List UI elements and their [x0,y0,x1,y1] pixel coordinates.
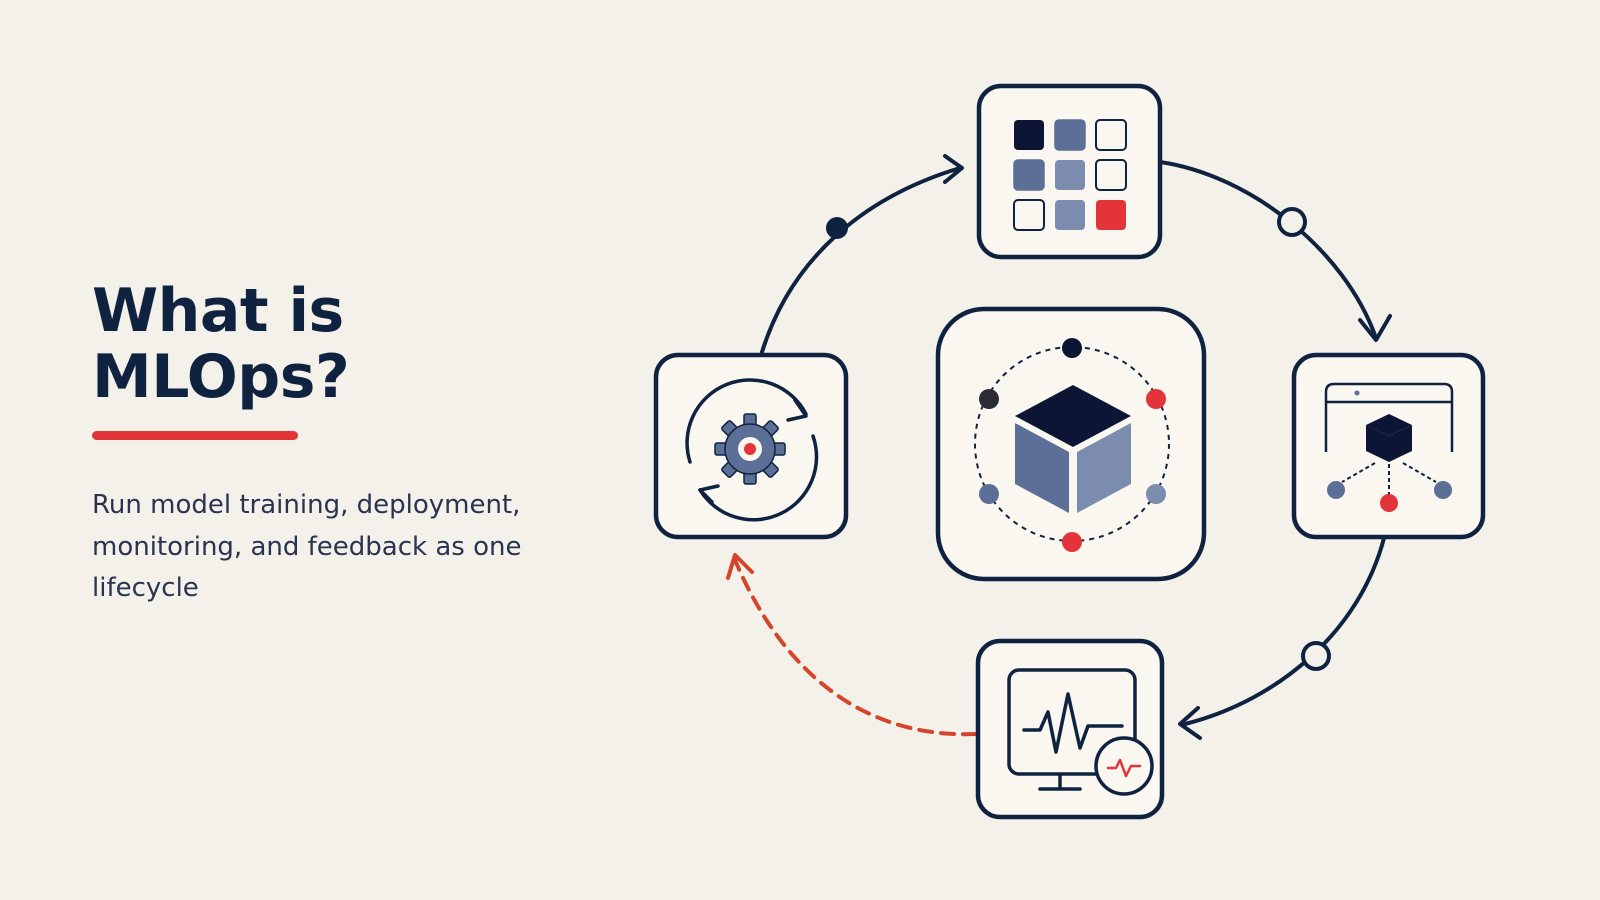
flow-dot-filled [826,217,848,239]
data-grid-icon [1013,119,1127,231]
title-line-2: MLOps? [92,342,350,412]
deploy-icon [1324,382,1454,512]
arrowhead-to-deploy [1358,314,1392,342]
arrowhead-to-monitor [1178,706,1202,740]
subtitle: Run model training, deployment, monitori… [92,490,522,603]
flow-dot-hollow [1301,641,1331,671]
feedback-arrowhead [726,553,754,580]
flow-dot-hollow [1277,207,1307,237]
model-cube-icon [974,338,1170,552]
node-monitor [975,638,1165,820]
arc-data-to-deploy [1158,160,1378,340]
monitor-icon [1007,668,1154,796]
arc-training-to-data [760,166,962,354]
node-data [976,83,1163,260]
title-underline [92,431,298,440]
feedback-arc [733,558,978,737]
page-title: What is MLOps? [92,276,350,412]
node-deploy [1291,352,1486,540]
node-model [935,306,1207,582]
training-gear-icon [685,378,819,522]
node-training [653,352,849,540]
arrowhead-to-data [943,154,964,184]
title-line-1: What is [92,276,344,346]
arc-deploy-to-monitor [1183,536,1386,726]
